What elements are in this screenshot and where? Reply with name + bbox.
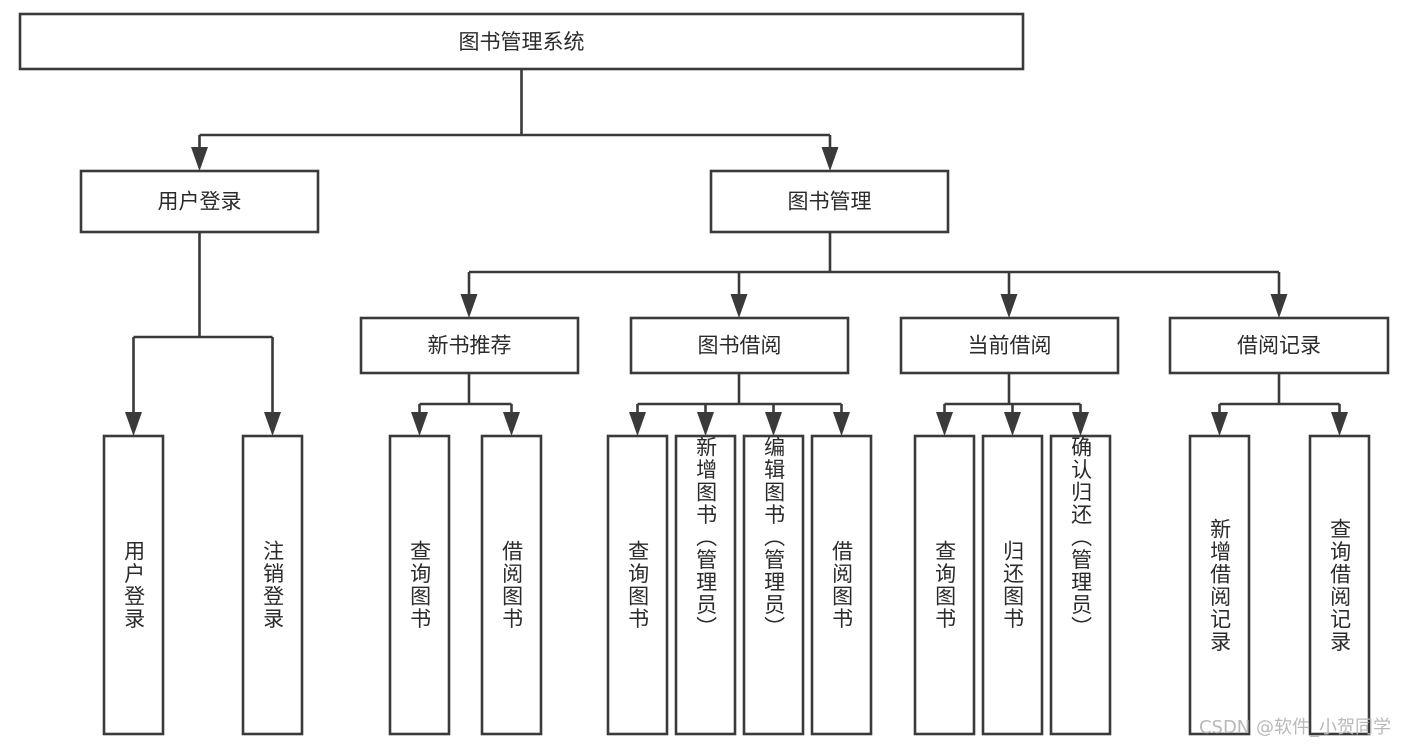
node-user-login-label: 用户登录 bbox=[158, 190, 242, 214]
arrow-leaf-add-book bbox=[697, 412, 714, 436]
connector-bookmanage-to-level3 bbox=[460, 232, 1288, 318]
arrow-bookborrow bbox=[730, 294, 748, 318]
node-book-borrow[interactable]: 图书借阅 bbox=[629, 316, 850, 375]
arrow-book-manage bbox=[821, 147, 839, 171]
connector-borrowrecord-to-leaves bbox=[1211, 373, 1348, 436]
node-new-book-recommend-label: 新书推荐 bbox=[428, 334, 512, 358]
node-book-manage-label: 图书管理 bbox=[788, 190, 872, 214]
node-leaf-user-login-box[interactable] bbox=[102, 434, 165, 736]
node-new-book-recommend-box[interactable] bbox=[359, 316, 580, 375]
node-user-login[interactable]: 用户登录 bbox=[79, 169, 320, 234]
node-book-borrow-box[interactable] bbox=[629, 316, 850, 375]
arrow-leaf-borrow-book-rec bbox=[503, 412, 520, 436]
node-borrow-record-label: 借阅记录 bbox=[1237, 334, 1321, 358]
watermark-text: CSDN @软件_小贺同学 bbox=[1198, 717, 1391, 738]
node-borrow-record[interactable]: 借阅记录 bbox=[1168, 316, 1390, 375]
connector-newbook-to-leaves bbox=[411, 373, 520, 436]
node-root[interactable]: 图书管理系统 bbox=[18, 12, 1025, 71]
arrow-leaf-user-login bbox=[125, 412, 142, 436]
arrow-leaf-confirm-return bbox=[1072, 412, 1089, 436]
node-leaf-borrow-book-rec-box[interactable] bbox=[480, 434, 543, 736]
node-leaf-query-book-rec-box[interactable] bbox=[388, 434, 451, 736]
arrow-leaf-logout bbox=[264, 412, 281, 436]
arrow-newbook bbox=[460, 294, 478, 318]
node-book-borrow-label: 图书借阅 bbox=[698, 334, 782, 358]
node-current-borrow-label: 当前借阅 bbox=[968, 334, 1052, 358]
node-current-borrow[interactable]: 当前借阅 bbox=[899, 316, 1120, 375]
connector-userlogin-to-leaves bbox=[125, 232, 281, 436]
arrow-leaf-query-book-borrow bbox=[629, 412, 646, 436]
arrow-leaf-query-record bbox=[1331, 412, 1348, 436]
arrow-borrowrecord bbox=[1270, 294, 1288, 318]
connector-currentborrow-to-leaves bbox=[936, 373, 1089, 436]
arrow-leaf-query-book-current bbox=[936, 412, 953, 436]
node-new-book-recommend[interactable]: 新书推荐 bbox=[359, 316, 580, 375]
node-borrow-record-box[interactable] bbox=[1168, 316, 1390, 375]
node-book-manage[interactable]: 图书管理 bbox=[709, 169, 950, 234]
node-root-label: 图书管理系统 bbox=[459, 30, 585, 54]
node-leaf-return-book-box[interactable] bbox=[981, 434, 1044, 736]
node-current-borrow-box[interactable] bbox=[899, 316, 1120, 375]
connector-bookborrow-to-leaves bbox=[629, 373, 850, 436]
node-leaf-query-book-current-box[interactable] bbox=[913, 434, 976, 736]
node-book-manage-box[interactable] bbox=[709, 169, 950, 234]
node-leaf-query-record-box[interactable] bbox=[1308, 434, 1371, 736]
arrow-currentborrow bbox=[1000, 294, 1018, 318]
arrow-user-login bbox=[191, 147, 208, 171]
arrow-leaf-borrow-book bbox=[833, 412, 850, 436]
node-leaf-confirm-return-box[interactable] bbox=[1049, 434, 1112, 736]
node-leaf-logout-box[interactable] bbox=[241, 434, 304, 736]
node-leaf-borrow-book-box[interactable] bbox=[810, 434, 873, 736]
node-leaf-add-record-box[interactable] bbox=[1188, 434, 1251, 736]
connector-root-to-level2 bbox=[191, 69, 839, 171]
arrow-leaf-add-record bbox=[1211, 412, 1228, 436]
node-leaf-add-book-box[interactable] bbox=[674, 434, 737, 736]
arrow-leaf-return-book bbox=[1004, 412, 1021, 436]
arrow-leaf-edit-book bbox=[765, 412, 782, 436]
node-leaf-edit-book-box[interactable] bbox=[742, 434, 805, 736]
node-leaf-query-book-borrow-box[interactable] bbox=[606, 434, 669, 736]
node-user-login-box[interactable] bbox=[79, 169, 320, 234]
arrow-leaf-query-book-rec bbox=[411, 412, 428, 436]
node-root-box[interactable] bbox=[18, 12, 1025, 71]
leaf-boxes bbox=[102, 434, 1371, 736]
